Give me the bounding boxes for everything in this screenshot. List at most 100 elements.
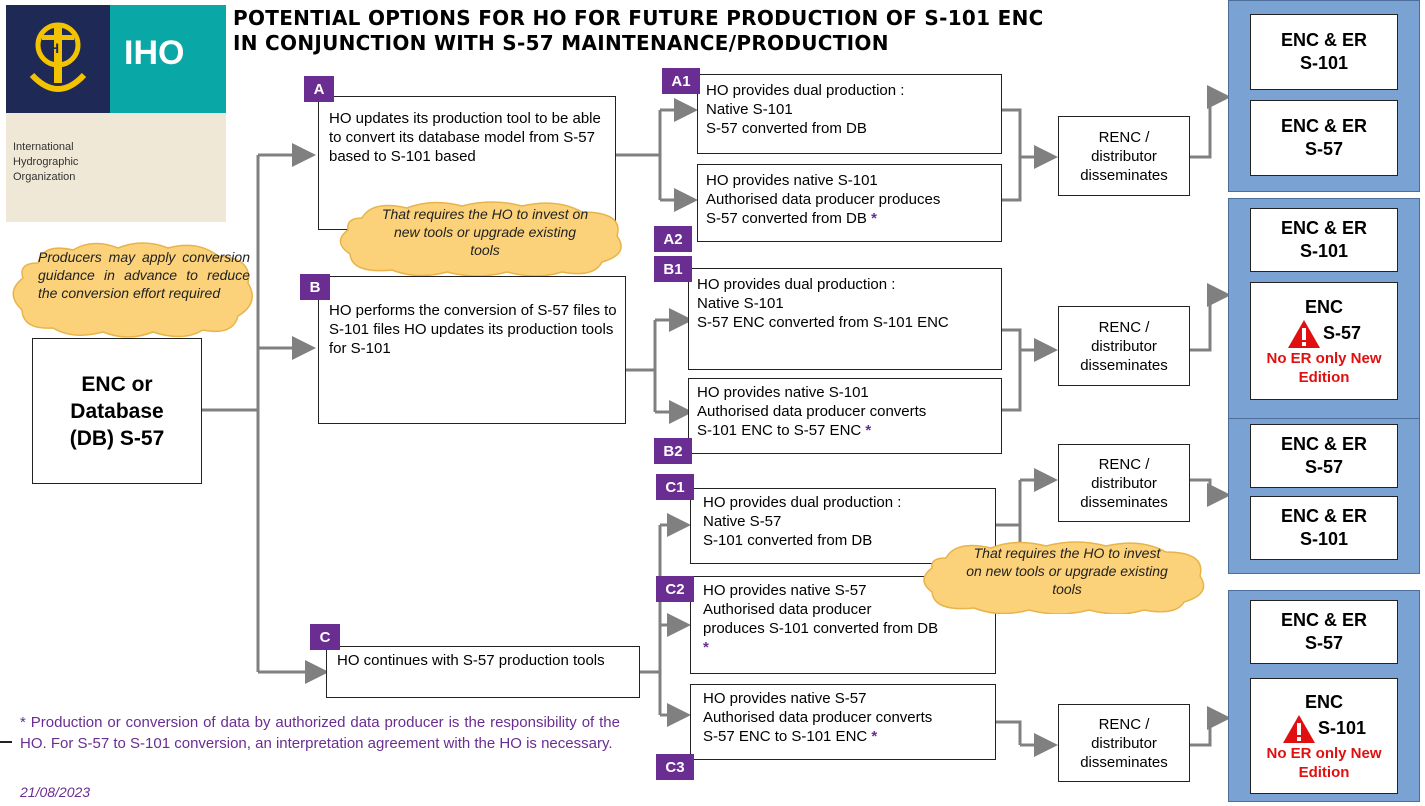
title-line-2: IN CONJUNCTION WITH S-57 MAINTENANCE/PRO…	[233, 31, 889, 55]
option-b-text: HO performs the conversion of S-57 files…	[329, 302, 617, 357]
b1-line: S-57 ENC converted from S-101 ENC	[697, 314, 949, 331]
c2-line: Authorised data producer	[703, 601, 872, 618]
renc-line: disseminates	[1080, 166, 1168, 184]
source-label-line: Database	[70, 399, 164, 423]
asterisk-mark: *	[871, 728, 878, 745]
output-line: ENC	[1304, 296, 1343, 317]
cost-cloud-a: That requires the HO to invest on new to…	[332, 198, 630, 276]
renc-line: disseminates	[1080, 753, 1168, 771]
output-2-top: ENC & ER S-101	[1250, 208, 1398, 272]
option-a-text: HO updates its production tool to be abl…	[329, 110, 601, 165]
option-a1-box: HO provides dual production : Native S-1…	[697, 74, 1002, 154]
output-1-bottom: ENC & ER S-57	[1250, 100, 1398, 176]
anchor-emblem-icon: H	[29, 22, 87, 92]
c1-line: S-101 converted from DB	[703, 532, 873, 549]
renc-line: RENC /	[1098, 455, 1150, 473]
source-label-line: (DB) S-57	[69, 426, 165, 450]
renc-line: RENC /	[1098, 128, 1150, 146]
logo-emblem-panel: H	[6, 5, 110, 113]
warning-icon	[1287, 319, 1320, 348]
output-line: ENC & ER	[1280, 218, 1367, 238]
output-line: ENC & ER	[1280, 610, 1367, 630]
option-c-text: HO continues with S-57 production tools	[337, 652, 605, 669]
renc-line: distributor	[1091, 337, 1157, 355]
output-line: ENC	[1304, 691, 1343, 712]
renc-line: RENC /	[1098, 318, 1150, 336]
org-name: International Hydrographic Organization	[13, 140, 133, 185]
cloud-shape-icon	[923, 541, 1205, 614]
c1-line: HO provides dual production :	[703, 494, 902, 511]
no-er-note: Edition	[1298, 763, 1350, 781]
output-1-top: ENC & ER S-101	[1250, 14, 1398, 90]
no-er-note: Edition	[1298, 368, 1350, 386]
no-er-note: No ER only New	[1266, 349, 1382, 367]
option-c1-box: HO provides dual production : Native S-5…	[690, 488, 996, 564]
renc-line: distributor	[1091, 474, 1157, 492]
cloud-shape-icon	[12, 242, 253, 338]
output-line: S-101	[1317, 718, 1367, 738]
option-c-badge: C	[310, 624, 340, 650]
source-box: ENC or Database (DB) S-57	[32, 338, 202, 484]
output-4-bottom: ENC S-101 No ER only New Edition	[1250, 678, 1398, 794]
producers-cloud-text: Producers may apply conversion guidance …	[38, 249, 250, 301]
renc-line: disseminates	[1080, 493, 1168, 511]
option-a-badge: A	[304, 76, 334, 102]
warning-icon	[1282, 714, 1315, 743]
output-line: ENC & ER	[1280, 506, 1367, 526]
option-c3-badge: C3	[656, 754, 694, 780]
a1-line: S-57 converted from DB	[706, 120, 867, 137]
page-title: POTENTIAL OPTIONS FOR HO FOR FUTURE PROD…	[233, 6, 1044, 56]
producers-cloud: Producers may apply conversion guidance …	[8, 238, 258, 338]
a1-line: Native S-101	[706, 101, 793, 118]
renc-line: distributor	[1091, 734, 1157, 752]
option-c-box: HO continues with S-57 production tools	[326, 646, 640, 698]
option-c2-badge: C2	[656, 576, 694, 602]
asterisk-mark: *	[871, 210, 877, 227]
org-name-line: Organization	[13, 171, 76, 183]
c2-line: HO provides native S-57	[703, 582, 867, 599]
output-3-top: ENC & ER S-57	[1250, 424, 1398, 488]
logo-text-panel	[110, 5, 226, 113]
c3-line: S-57 ENC to S-101 ENC	[703, 728, 868, 745]
output-line: S-101	[1299, 53, 1349, 73]
output-line: ENC & ER	[1280, 434, 1367, 454]
org-name-line: Hydrographic	[13, 156, 79, 168]
c3-line: HO provides native S-57	[703, 690, 867, 707]
option-b2-box: HO provides native S-101 Authorised data…	[688, 378, 1002, 454]
output-line: S-101	[1299, 529, 1349, 549]
option-a2-badge: A2	[654, 226, 692, 252]
renc-line: disseminates	[1080, 356, 1168, 374]
b2-line: S-101 ENC to S-57 ENC	[697, 422, 862, 439]
cost-cloud-c-text: That requires the HO to invest on new to…	[966, 545, 1168, 597]
c2-line: produces S-101 converted from DB	[703, 620, 939, 637]
option-c1-badge: C1	[656, 474, 694, 500]
output-3-bottom: ENC & ER S-101	[1250, 496, 1398, 560]
b2-line: HO provides native S-101	[697, 384, 869, 401]
option-b1-box: HO provides dual production : Native S-1…	[688, 268, 1002, 370]
org-name-line: International	[13, 141, 74, 153]
source-label-line: ENC or	[81, 372, 153, 396]
date-stamp: 21/08/2023	[20, 784, 91, 800]
a2-line: S-57 converted from DB	[706, 210, 867, 227]
output-line: S-57	[1304, 139, 1344, 159]
output-line: ENC & ER	[1280, 116, 1367, 136]
a2-line: Authorised data producer produces	[706, 191, 941, 208]
b1-line: Native S-101	[697, 295, 784, 312]
renc-line: distributor	[1091, 147, 1157, 165]
output-line: S-101	[1299, 241, 1349, 261]
renc-line: RENC /	[1098, 715, 1150, 733]
cost-cloud-c: That requires the HO to invest on new to…	[916, 538, 1212, 614]
option-b-box: HO performs the conversion of S-57 files…	[318, 276, 626, 424]
a2-line: HO provides native S-101	[706, 172, 878, 189]
option-a2-box: HO provides native S-101 Authorised data…	[697, 164, 1002, 242]
option-b2-badge: B2	[654, 438, 692, 464]
a1-line: HO provides dual production :	[706, 82, 905, 99]
output-2-bottom: ENC S-57 No ER only New Edition	[1250, 282, 1398, 400]
c1-line: Native S-57	[703, 513, 782, 530]
footnote: * Production or conversion of data by au…	[20, 714, 620, 752]
option-b-badge: B	[300, 274, 330, 300]
output-line: S-57	[1304, 633, 1344, 653]
